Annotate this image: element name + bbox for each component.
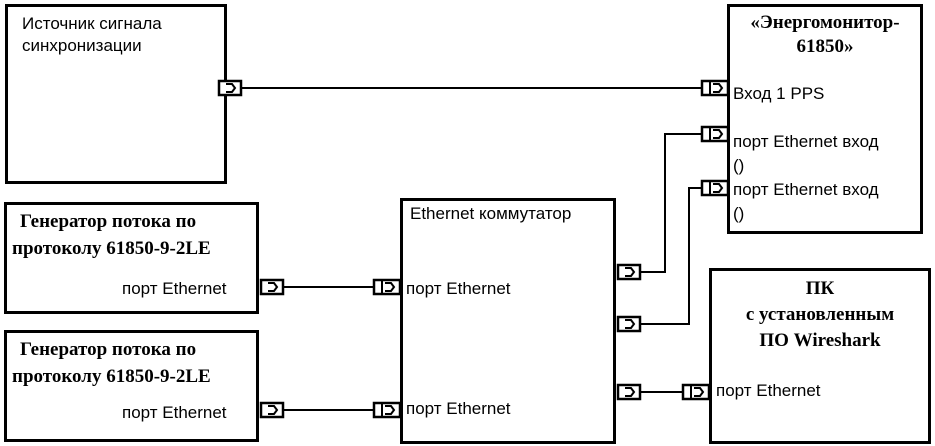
switch-port-1-connector <box>372 278 402 296</box>
gen1-output-connector <box>259 278 285 296</box>
generator-1-port-label: порт Ethernet <box>122 279 227 298</box>
pc-box <box>709 268 931 444</box>
generator-1-title-2: протоколу 61850-9-2LE <box>12 238 211 259</box>
pc-title-2: с установленным <box>745 304 895 325</box>
switch-to-eth-in-2-wire <box>640 187 702 325</box>
ethernet-switch-box <box>400 198 616 444</box>
pps-input-label: Вход 1 PPS <box>733 84 825 103</box>
eth-in-2-label: порт Ethernet вход <box>733 180 879 199</box>
generator-2-title-2: протоколу 61850-9-2LE <box>12 366 211 387</box>
pps-input-connector <box>700 79 730 97</box>
generator-1-box <box>4 202 259 314</box>
energomonitor-box <box>727 4 923 234</box>
sync-source-label-1: Источник сигнала <box>22 14 162 33</box>
pc-port-label: порт Ethernet <box>716 381 821 400</box>
gen2-output-connector <box>259 401 285 419</box>
switch-title: Ethernet коммутатор <box>410 204 572 223</box>
pc-title-3: ПО Wireshark <box>759 330 881 351</box>
switch-to-eth-in-1-wire <box>640 133 702 273</box>
sync-output-connector <box>217 79 243 97</box>
switch-out-1-connector <box>616 263 642 281</box>
switch-out-3-connector <box>616 383 642 401</box>
generator-2-port-label: порт Ethernet <box>122 403 227 422</box>
generator-2-box <box>4 330 259 442</box>
energomonitor-title-1: «Энергомонитор- <box>750 12 900 33</box>
eth-in-1-sub: () <box>733 156 745 175</box>
sync-source-box <box>5 4 227 184</box>
energomonitor-title-2: 61850» <box>796 36 854 57</box>
pc-title-1: ПК <box>805 278 835 299</box>
sync-source-label-2: синхронизации <box>22 36 142 55</box>
eth-in-2-sub: () <box>733 204 745 223</box>
eth-in-1-connector <box>700 125 730 143</box>
switch-port-2-connector <box>372 401 402 419</box>
pc-port-connector <box>681 383 711 401</box>
eth-in-1-label: порт Ethernet вход <box>733 132 879 151</box>
switch-port-2-label: порт Ethernet <box>406 399 511 418</box>
generator-2-title-1: Генератор потока по <box>20 339 197 360</box>
switch-out-2-connector <box>616 315 642 333</box>
switch-port-1-label: порт Ethernet <box>406 279 511 298</box>
eth-in-2-connector <box>700 179 730 197</box>
generator-1-title-1: Генератор потока по <box>20 211 197 232</box>
